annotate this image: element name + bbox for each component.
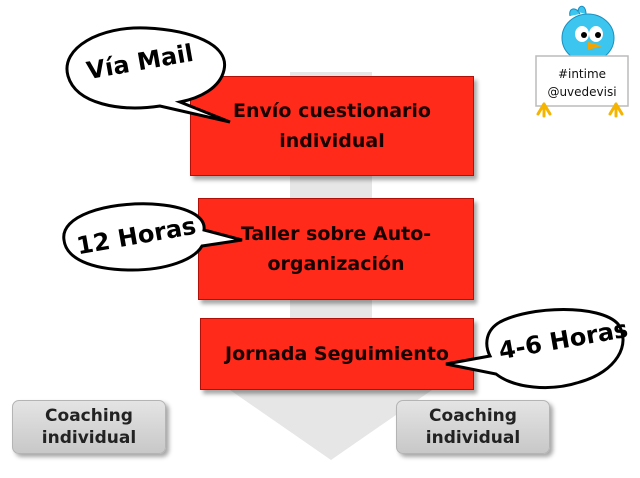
- sign-line-2: @uvedevisi: [547, 85, 617, 99]
- speech-bubble-4-6-horas: [445, 308, 625, 390]
- twitter-bird-icon: [535, 5, 629, 118]
- coaching-individual-left: Coaching individual: [12, 400, 166, 454]
- step-envio-cuestionario: Envío cuestionario individual: [190, 76, 474, 176]
- sign-line-1: #intime: [557, 67, 607, 81]
- coaching-individual-right: Coaching individual: [396, 400, 550, 454]
- step-label: Envío cuestionario individual: [233, 100, 431, 152]
- step-taller: Taller sobre Auto-organización: [198, 198, 474, 300]
- step-label: Taller sobre Auto-organización: [240, 223, 432, 275]
- coaching-label: Coaching individual: [41, 406, 137, 448]
- step-label: Jornada Seguimiento: [225, 343, 449, 365]
- speech-bubble-via-mail: [65, 26, 231, 124]
- twitter-bird-sign: #intime @uvedevisi: [528, 4, 636, 122]
- speech-bubble-12-horas: [62, 202, 243, 272]
- step-jornada-seguimiento: Jornada Seguimiento: [200, 318, 474, 390]
- coaching-label: Coaching individual: [425, 406, 521, 448]
